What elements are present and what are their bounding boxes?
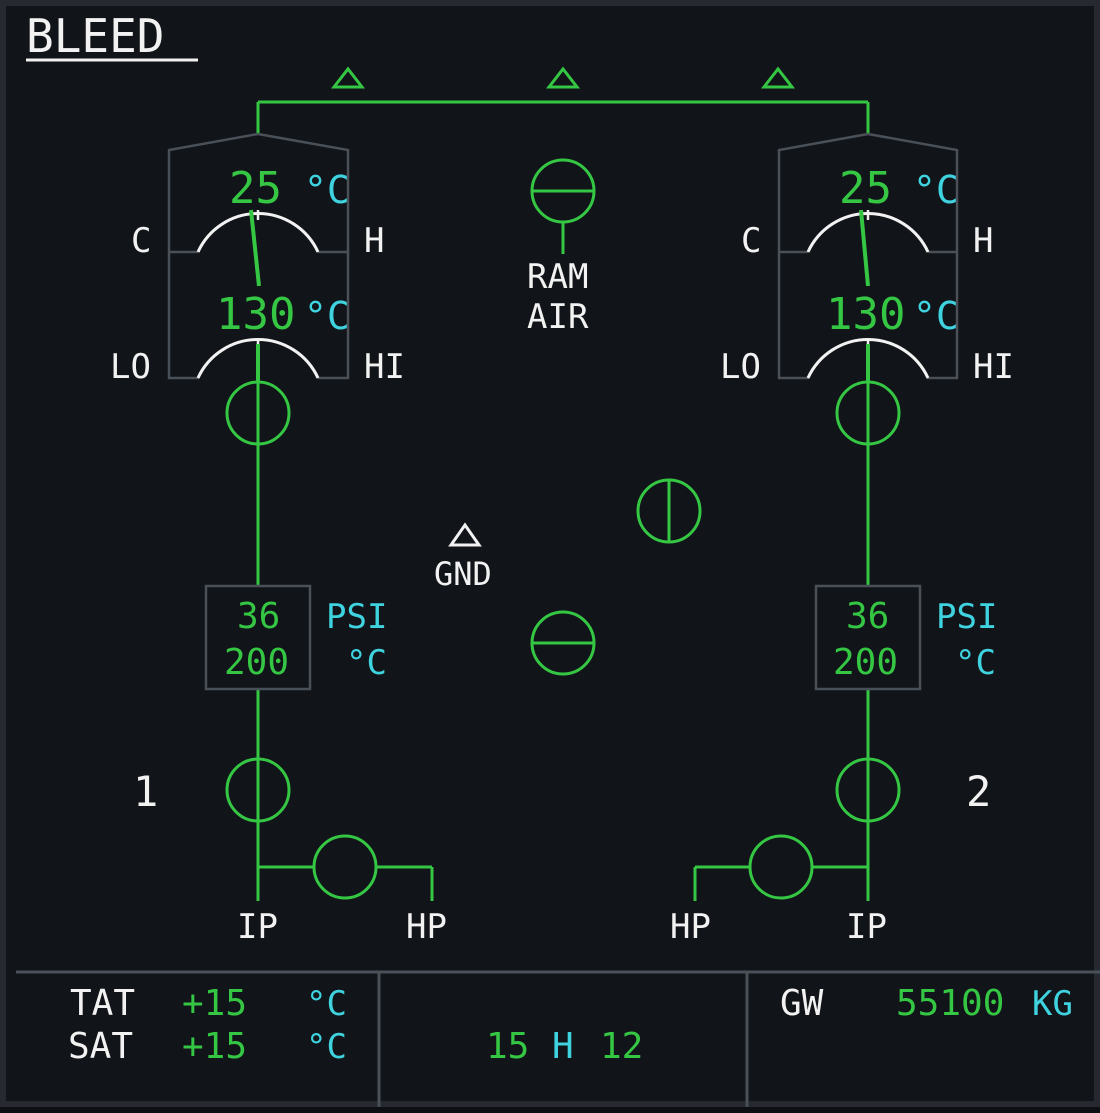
apu-bleed-valve	[530, 610, 596, 676]
ram-air-label-line2: AIR	[527, 297, 589, 337]
engine-2-temp-unit: °C	[955, 643, 996, 683]
engine-1-pressure-unit: PSI	[326, 597, 387, 637]
engine-2-number: 2	[966, 767, 991, 816]
page-title: BLEED	[26, 9, 164, 63]
engine-1-ip-label: IP	[237, 907, 278, 947]
engine-2-hp-valve	[748, 834, 814, 900]
gw-unit: KG	[1032, 984, 1073, 1024]
ram-air-label-line1: RAM	[527, 257, 588, 297]
clock-hours: 15	[486, 1026, 529, 1067]
pack-1-outlet-temp: 25	[229, 163, 282, 214]
engine-1-temp-unit: °C	[346, 643, 387, 683]
engine-1-hp-label: HP	[406, 907, 447, 947]
footer-clock: 15 H 12	[486, 1026, 643, 1067]
pack-2-lo-label: LO	[720, 347, 761, 387]
pack-2-inlet-gauge-arc	[806, 338, 930, 379]
pack-1-inlet-gauge-arc	[196, 338, 320, 379]
pack-1-hi-label: HI	[364, 347, 405, 387]
footer-dividers	[16, 970, 1100, 1107]
engine-2-ip-label: IP	[846, 907, 887, 947]
pack-1-outlet-unit: °C	[304, 168, 350, 212]
footer-temperatures: TAT +15 °C SAT +15 °C	[68, 983, 347, 1067]
engine-2-pressure: 36	[846, 596, 889, 637]
sat-value: +15	[182, 1026, 247, 1067]
pack-outlet-arrow-right	[760, 66, 796, 89]
tat-unit: °C	[306, 984, 347, 1024]
pack-2-outlet-temp: 25	[839, 163, 892, 214]
pack-1-cold-label: C	[131, 221, 151, 261]
pack-1-bypass-needle	[249, 209, 261, 287]
pack-1-hot-label: H	[364, 221, 384, 261]
manifold-lines	[256, 66, 870, 134]
engine-2-pressure-unit: PSI	[936, 597, 997, 637]
pack-2-inlet-temp: 130	[826, 289, 905, 340]
engine-2-temperature: 200	[833, 642, 898, 683]
pack-2-hi-label: HI	[973, 347, 1014, 387]
bleed-synoptic: BLEED 25 °C C H 130 °C LO HI	[16, 9, 1100, 1107]
footer-gross-weight: GW 55100 KG	[780, 983, 1073, 1024]
crossbleed-valve	[636, 478, 702, 544]
engine-1-temperature: 200	[224, 642, 289, 683]
pack-2-inlet-unit: °C	[913, 294, 959, 338]
pack-1: 25 °C C H 130 °C LO HI	[110, 132, 405, 387]
pack-2: 25 °C C H 130 °C LO HI	[720, 132, 1014, 387]
pack-2-outlet-unit: °C	[913, 168, 959, 212]
gnd-label: GND	[434, 555, 492, 593]
engine-2-bleed-duct	[693, 380, 901, 901]
gw-value: 55100	[896, 983, 1004, 1024]
engine-1-hp-valve	[312, 834, 378, 900]
pack-1-lo-label: LO	[110, 347, 151, 387]
gw-label: GW	[780, 983, 824, 1024]
pack-1-inlet-unit: °C	[304, 294, 350, 338]
engine-1-number: 1	[133, 767, 158, 816]
pack-2-bypass-needle	[859, 209, 870, 287]
tat-value: +15	[182, 983, 247, 1024]
pack-outlet-arrow-left	[330, 66, 366, 89]
engine-2-hp-label: HP	[670, 907, 711, 947]
engine-2-bleed-box	[814, 584, 922, 691]
tat-label: TAT	[70, 983, 135, 1024]
clock-separator: H	[552, 1026, 574, 1067]
pack-outlet-arrow-center	[545, 66, 581, 89]
clock-minutes: 12	[600, 1026, 643, 1067]
pack-1-inlet-temp: 130	[216, 289, 295, 340]
pack-2-cold-label: C	[741, 221, 761, 261]
ram-air-valve	[530, 158, 596, 254]
gnd-connection-arrow	[448, 522, 482, 547]
sat-label: SAT	[68, 1026, 133, 1067]
pack-2-hot-label: H	[973, 221, 993, 261]
engine-1-bleed-duct	[225, 380, 434, 901]
sat-unit: °C	[306, 1027, 347, 1067]
engine-1-bleed-box	[204, 584, 312, 691]
engine-1-pressure: 36	[237, 596, 280, 637]
